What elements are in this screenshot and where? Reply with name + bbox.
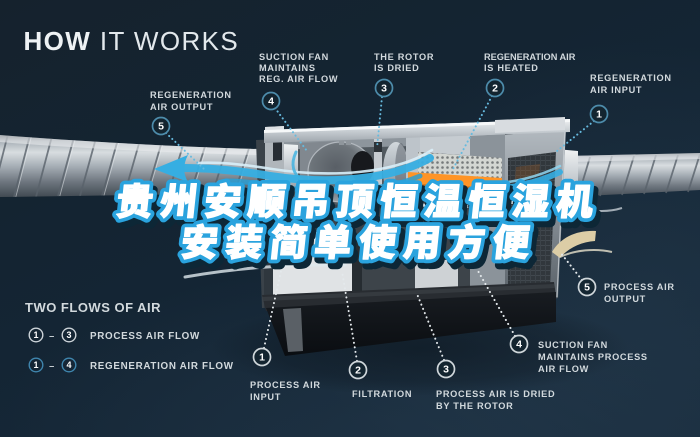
svg-text:1: 1: [259, 352, 265, 364]
svg-text:IS HEATED: IS HEATED: [484, 63, 539, 73]
svg-text:MAINTAINS PROCESS: MAINTAINS PROCESS: [538, 352, 648, 362]
svg-text:SUCTION FAN: SUCTION FAN: [538, 340, 608, 350]
svg-text:–: –: [49, 361, 55, 371]
svg-text:1: 1: [596, 109, 602, 121]
svg-text:REGENERATION AIR: REGENERATION AIR: [484, 52, 576, 62]
svg-text:HOW IT WORKS: HOW IT WORKS: [24, 26, 240, 56]
svg-text:AIR INPUT: AIR INPUT: [590, 85, 642, 95]
svg-text:MAINTAINS: MAINTAINS: [259, 63, 316, 73]
svg-text:5: 5: [584, 282, 590, 294]
svg-text:PROCESS AIR: PROCESS AIR: [604, 282, 675, 292]
svg-text:4: 4: [66, 360, 71, 370]
svg-text:4: 4: [516, 339, 522, 351]
svg-text:REG. AIR FLOW: REG. AIR FLOW: [259, 74, 338, 84]
svg-text:2: 2: [355, 365, 361, 377]
svg-text:THE ROTOR: THE ROTOR: [374, 52, 434, 62]
svg-text:REGENERATION AIR FLOW: REGENERATION AIR FLOW: [90, 361, 234, 372]
svg-text:5: 5: [158, 121, 164, 133]
svg-text:3: 3: [381, 83, 387, 95]
svg-text:3: 3: [66, 330, 71, 340]
svg-text:INPUT: INPUT: [250, 392, 281, 402]
svg-text:BY THE ROTOR: BY THE ROTOR: [436, 401, 514, 411]
svg-text:PROCESS AIR IS DRIED: PROCESS AIR IS DRIED: [436, 389, 555, 399]
svg-text:1: 1: [33, 360, 38, 370]
svg-text:REGENERATION: REGENERATION: [590, 73, 672, 83]
svg-text:AIR FLOW: AIR FLOW: [538, 364, 589, 374]
svg-text:–: –: [49, 331, 55, 341]
svg-text:2: 2: [492, 83, 498, 95]
svg-text:SUCTION FAN: SUCTION FAN: [259, 52, 329, 62]
svg-text:REGENERATION: REGENERATION: [150, 90, 232, 100]
svg-text:TWO FLOWS OF AIR: TWO FLOWS OF AIR: [25, 300, 161, 315]
svg-text:IS DRIED: IS DRIED: [374, 63, 419, 73]
svg-text:PROCESS AIR FLOW: PROCESS AIR FLOW: [90, 331, 200, 342]
svg-text:1: 1: [33, 330, 38, 340]
svg-text:OUTPUT: OUTPUT: [604, 294, 646, 304]
svg-text:4: 4: [268, 96, 274, 108]
svg-text:AIR OUTPUT: AIR OUTPUT: [150, 102, 213, 112]
svg-text:PROCESS AIR: PROCESS AIR: [250, 380, 321, 390]
svg-text:3: 3: [443, 364, 449, 376]
svg-text:FILTRATION: FILTRATION: [352, 389, 412, 399]
